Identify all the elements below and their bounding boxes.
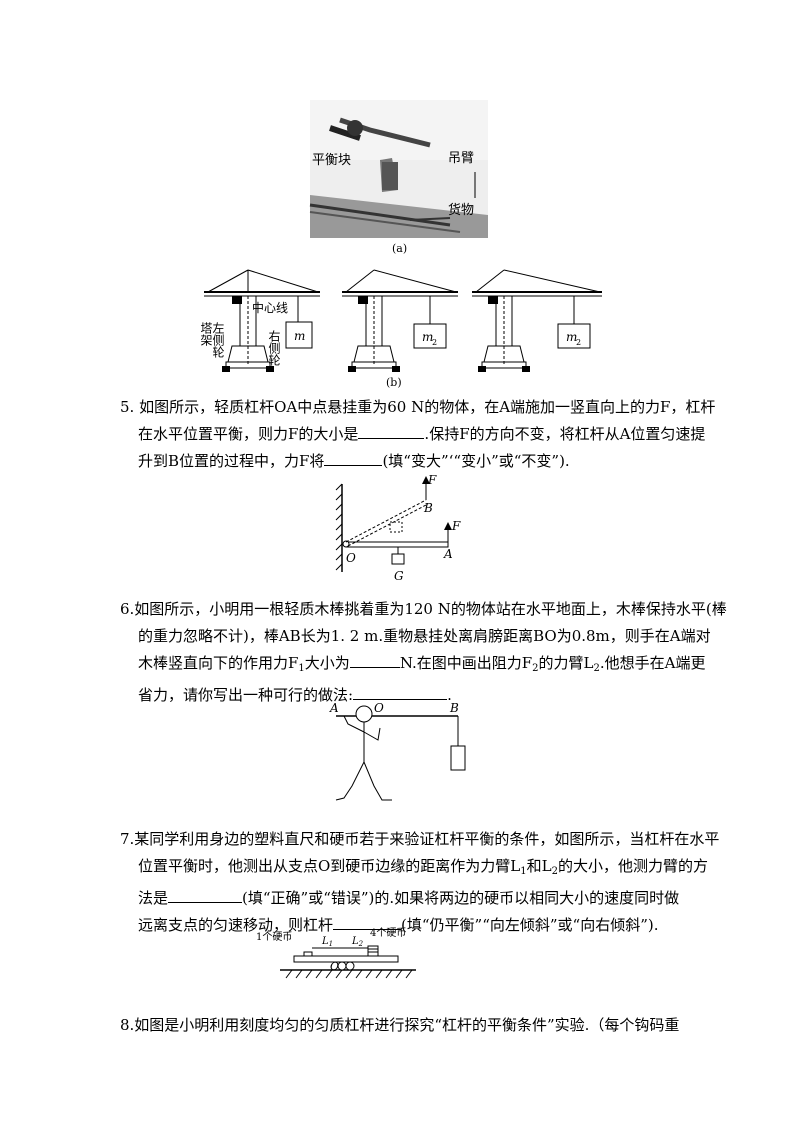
q5-weight-g: G — [394, 569, 404, 583]
mass-label-2: m — [422, 330, 433, 344]
q5-line-2: 在水平位置平衡，则力F的大小是.保持F的方向不变，将杠杆从A位置匀速提 — [120, 421, 705, 448]
q6-point-o: O — [374, 702, 384, 715]
load-box-3 — [557, 323, 591, 349]
frame-label: 塔架 — [199, 322, 213, 346]
q5-line-1: 5. 如图所示，轻质杠杆OA中点悬挂重为60 N的物体，在A端施加一竖直向上的力… — [120, 398, 716, 416]
left-wheel-label: 左侧轮 — [211, 321, 225, 359]
crane-diagram-3: m 2 — [472, 269, 602, 372]
q6-line-2: 的重力忽略不计)，棒AB长为1. 2 m.重物悬挂处离肩膀距离BO为0.8m，则… — [138, 627, 711, 645]
q6-line-4: 省力，请你写出一种可行的做法:. — [120, 682, 700, 709]
crane-diagram-2: m 2 — [342, 269, 458, 372]
q6-point-b: B — [449, 702, 459, 715]
q7-l2-label: L2 — [351, 936, 364, 948]
q5-force-label-right: F — [451, 519, 461, 533]
right-wheel-label: 右侧轮 — [267, 329, 281, 367]
question-7: 7.某同学利用身边的塑料直尺和硬币若于来验证杠杆平衡的条件，如图所示，当杠杆在水… — [120, 826, 720, 939]
load-box-2 — [413, 323, 447, 349]
mass-label-3-sub: 2 — [576, 338, 581, 347]
q5-lever-figure: F B F O A G — [335, 473, 461, 583]
q6-point-a: A — [329, 702, 339, 715]
q7-answer-blank-2[interactable] — [333, 913, 402, 930]
q6-stick-figure: A O B — [329, 702, 466, 801]
q7-ruler-coin-figure: 1个硬币 4个硬币 L1 L2 O — [256, 927, 416, 979]
boom-label: 吊臂 — [448, 151, 474, 166]
q7-l1-label: L1 — [321, 936, 333, 948]
q7-answer-blank-1[interactable] — [168, 886, 243, 903]
q5-point-b: B — [423, 501, 433, 515]
q8-line-1: 8.如图是小明利用刻度均匀的匀质杠杆进行探究“杠杆的平衡条件”实验.（每个钩码重 — [120, 1016, 680, 1034]
q7-left-coin-label: 1个硬币 — [256, 931, 292, 943]
cargo-label: 货物 — [448, 202, 474, 218]
figure-b-caption: (b) — [386, 376, 402, 389]
counterweight-label: 平衡块 — [312, 153, 351, 168]
question-6: 6.如图所示，小明用一根轻质木棒挑着重为120 N的物体站在水平地面上，木棒保持… — [120, 596, 727, 709]
q5-force-label-top: F — [427, 473, 437, 487]
question-8: 8.如图是小明利用刻度均匀的匀质杠杆进行探究“杠杆的平衡条件”实验.（每个钩码重 — [120, 1012, 700, 1039]
mass-label-3: m — [566, 330, 577, 344]
load-box-1 — [285, 321, 313, 349]
q5-answer-blank-2[interactable] — [324, 449, 383, 466]
question-5: 5. 如图所示，轻质杠杆OA中点悬挂重为60 N的物体，在A端施加一竖直向上的力… — [120, 394, 716, 475]
q7-right-coins-label: 4个硬币 — [370, 927, 406, 939]
q7-pivot-o: O — [330, 960, 339, 973]
mass-label-2-sub: 2 — [432, 338, 437, 347]
q7-line-3: 法是(填“正确”或“错误”)的.如果将两边的硬币以相同大小的速度同时做 — [120, 885, 700, 912]
q7-line-1: 7.某同学利用身边的塑料直尺和硬币若于来验证杠杆平衡的条件，如图所示，当杠杆在水… — [120, 830, 720, 848]
q5-point-a: A — [443, 547, 453, 561]
mass-label-1: m — [294, 329, 305, 343]
q5-answer-blank-1[interactable] — [358, 422, 425, 439]
q5-point-o: O — [346, 551, 356, 565]
q6-answer-blank-1[interactable] — [349, 651, 400, 668]
centerline-label: 中心线 — [252, 300, 288, 315]
figure-a-caption: (a) — [392, 242, 407, 255]
q7-line-2: 位置平衡时，他测出从支点O到硬币边缘的距离作为力臂L1和L2的大小，他测力臂的方 — [138, 857, 708, 877]
q5-line-3: 升到B位置的过程中，力F将(填“变大”‘“变小”或“不变”). — [120, 448, 700, 475]
q6-line-1: 6.如图所示，小明用一根轻质木棒挑着重为120 N的物体站在水平地面上，木棒保持… — [120, 600, 727, 618]
q6-answer-blank-2[interactable] — [353, 683, 448, 700]
crane-diagram-1: m 塔架 左侧轮 中心线 右侧轮 — [199, 269, 320, 372]
crane-diagrams-figure: m 塔架 左侧轮 中心线 右侧轮 m 2 m — [199, 269, 602, 389]
q7-line-4: 远离支点的匀速移动，则杠杆(填“仍平衡”“向左倾斜”或“向右倾斜”). — [120, 912, 700, 939]
crane-photo-figure: 平衡块 吊臂 货物 (a) — [309, 100, 488, 255]
